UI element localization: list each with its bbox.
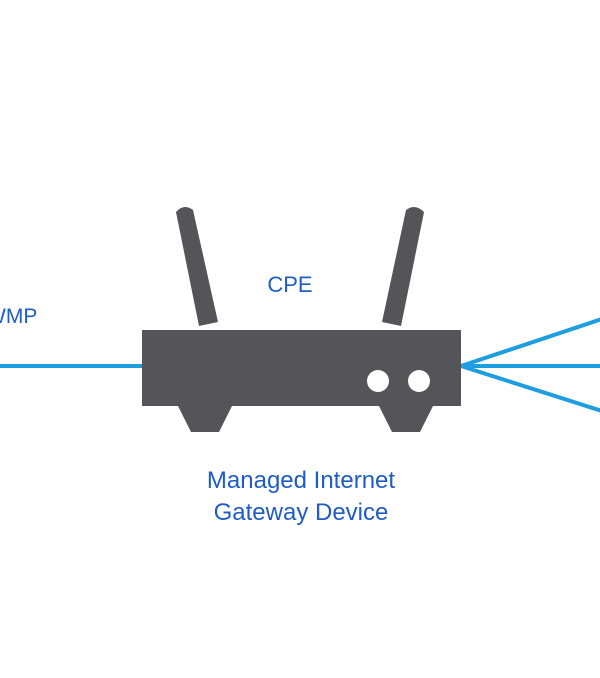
cpe-label: CPE — [267, 272, 313, 297]
status-light-icon-left — [367, 370, 389, 392]
protocol-label: WMP — [0, 305, 38, 328]
device-caption-line-1: Managed Internet — [206, 467, 396, 494]
antenna-icon-left — [176, 206, 218, 326]
device-caption: Managed Internet Gateway Device — [130, 465, 472, 529]
device-caption-line-2: Gateway Device — [213, 499, 389, 526]
router-icon — [142, 206, 461, 432]
downstream-link-line-bottom — [460, 364, 600, 413]
status-light-icon-right — [408, 370, 430, 392]
antenna-icon-right — [382, 206, 424, 326]
router-body — [142, 330, 461, 432]
downstream-link-line-top — [460, 317, 600, 368]
